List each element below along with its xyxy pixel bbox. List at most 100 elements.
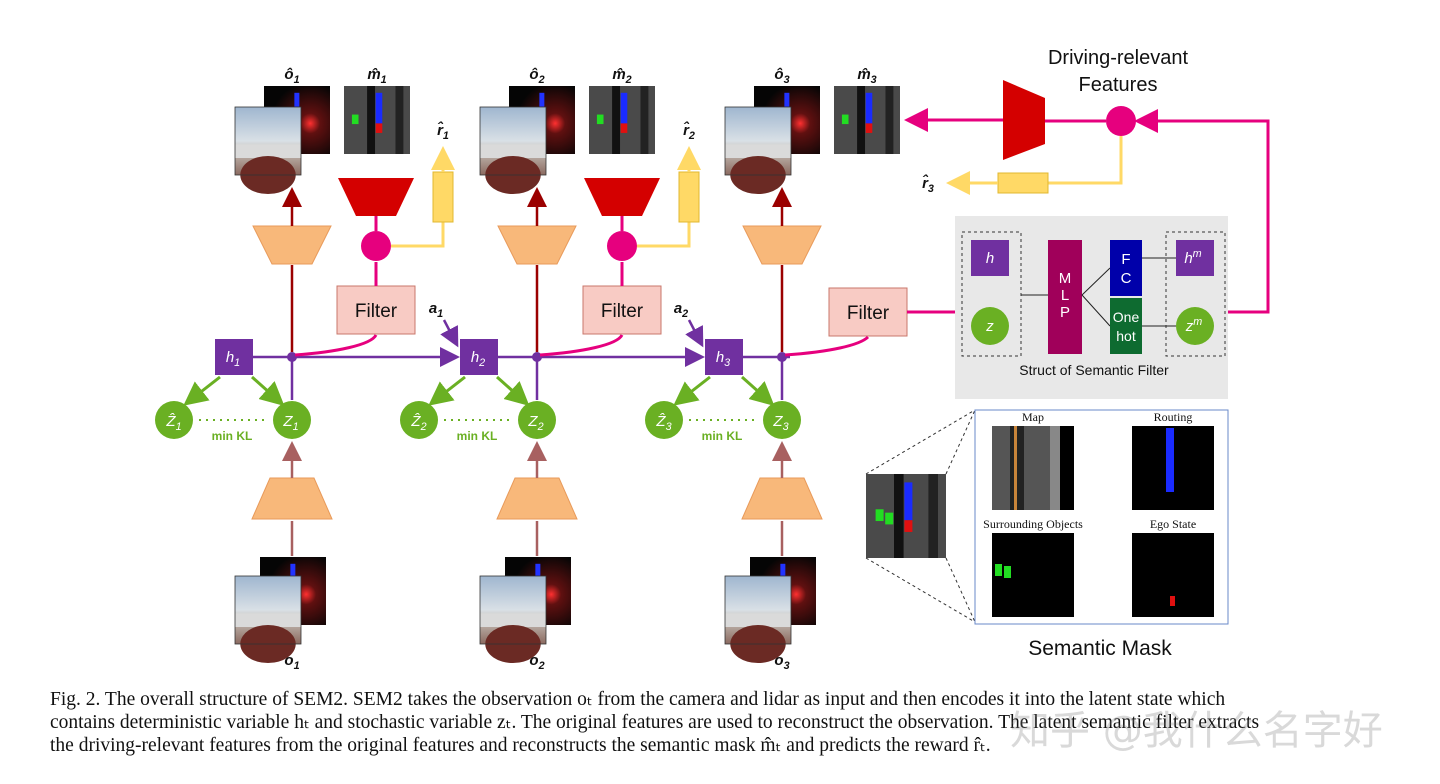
decoder-2	[497, 225, 577, 265]
recon-camera-1-road	[235, 144, 301, 158]
feature-dot-1	[361, 231, 391, 261]
action-arrow-1	[440, 319, 459, 348]
z-hat-node-2	[400, 401, 438, 439]
recon-camera-3	[724, 106, 792, 195]
m-hat-label-2: m̂2	[612, 66, 631, 86]
semantic-mask-thumbnail-car	[875, 509, 884, 522]
recon-camera-2-frame	[479, 106, 547, 176]
decoder-3	[742, 225, 822, 265]
struct-h-box	[971, 240, 1009, 276]
junction-to-filter-curve-1	[294, 334, 378, 357]
obs-camera-3-road	[725, 613, 791, 627]
mask-decoder-3	[1003, 80, 1045, 160]
recon-mask-2-lane-dark2	[640, 86, 649, 154]
struct-onehot-label-2: hot	[1116, 328, 1136, 344]
h-node-1	[215, 339, 253, 375]
recon-mask-1-lane-dark	[367, 86, 376, 154]
z-node-2	[518, 401, 556, 439]
recon-mask-3-route	[865, 92, 873, 124]
zoom-line-top-left	[865, 409, 976, 475]
h-to-zhat-arrow-3	[673, 375, 711, 406]
filter-box-1	[336, 285, 416, 335]
filter-box-3	[828, 287, 908, 337]
recon-mask-3-car	[841, 114, 849, 125]
recon-mask-3-ego	[865, 123, 873, 133]
semantic-mask-thumbnail-ego	[904, 520, 913, 532]
obs-camera-2-frame	[479, 575, 547, 645]
min-kl-label-3: min KL	[702, 429, 743, 443]
struct-onehot-box	[1110, 298, 1142, 354]
r-hat-label-3: r̂3	[922, 173, 934, 195]
recon-mask-2-car	[596, 114, 604, 125]
r-hat-label-1: r̂1	[437, 120, 449, 142]
reward-head-3	[997, 172, 1049, 194]
figure-caption: Fig. 2. The overall structure of SEM2. S…	[50, 688, 1395, 757]
recon-camera-2-road	[480, 144, 546, 158]
struct-zm-label: zm	[1185, 316, 1203, 335]
mask-decoder-1	[338, 178, 414, 216]
recon-mask-3-lane-dark	[857, 86, 866, 154]
z-hat-label-1: Ẑ1	[165, 413, 181, 433]
zoom-line-bottom	[945, 557, 976, 623]
mask-panel-2-title: Routing	[1154, 410, 1193, 424]
driving-relevant-title-2: Features	[1079, 74, 1158, 96]
obs-label-2: o2	[529, 652, 544, 672]
recon-camera-3-frame	[724, 106, 792, 176]
recon-mask-1-car	[351, 114, 359, 125]
driving-relevant-title-1: Driving-relevant	[1048, 47, 1188, 69]
recon-mask-2-route	[620, 92, 628, 124]
z-hat-label-3: Ẑ3	[655, 413, 671, 433]
struct-hm-box	[1176, 240, 1214, 276]
struct-fc-box	[1110, 240, 1142, 296]
caption-line-1: Fig. 2. The overall structure of SEM2. S…	[50, 689, 1226, 710]
struct-input-group	[961, 231, 1022, 357]
obs-lidar-2-ego	[535, 563, 541, 578]
h-to-z-arrow-3	[741, 375, 775, 406]
h-node-2	[460, 339, 498, 375]
h-to-zhat-arrow-1	[183, 375, 221, 406]
z-node-1	[273, 401, 311, 439]
obs-camera-2-road	[480, 613, 546, 627]
struct-onehot-label-1: One	[1113, 309, 1140, 325]
obs-camera-1-road	[235, 613, 301, 627]
h-to-zhat-arrow-2	[428, 375, 466, 406]
struct-mlp-letter-2: L	[1061, 287, 1069, 304]
h-to-z-arrow-1	[251, 375, 285, 406]
surrounding-car-1	[995, 564, 1002, 576]
obs-camera-1	[234, 575, 302, 664]
action-arrow-2	[685, 319, 704, 348]
struct-mlp-letter-3: P	[1060, 304, 1070, 321]
filter-box-2	[582, 285, 662, 335]
h-to-z-arrow-2	[496, 375, 530, 406]
obs-camera-2	[479, 575, 547, 664]
obs-camera-3-frame	[724, 575, 792, 645]
h-label-2: h2	[471, 349, 485, 369]
filter-label-3: Filter	[847, 303, 890, 324]
recon-camera-1	[234, 106, 302, 195]
z-hat-node-1	[155, 401, 193, 439]
mask-panel-4-title: Ego State	[1150, 517, 1196, 531]
recon-mask-1-ego	[375, 123, 383, 133]
h-node-3	[705, 339, 743, 375]
obs-lidar-1-ego	[290, 563, 296, 578]
o-hat-label-3: ô3	[774, 66, 789, 86]
ego-vehicle	[1170, 596, 1175, 606]
dot-to-reward-line-2	[637, 222, 691, 248]
z-hat-node-3	[645, 401, 683, 439]
semantic-mask-thumbnail-route	[904, 482, 913, 521]
action-label-1: a1	[429, 300, 443, 320]
reward-head-1	[432, 171, 454, 223]
recon-lidar-2-ego	[539, 92, 545, 107]
semantic-mask-thumbnail-lane-dark2	[928, 474, 938, 558]
feature-dot-2	[607, 231, 637, 261]
m-hat-label-3: m̂3	[857, 66, 876, 86]
mask-panel-1-title: Map	[1022, 410, 1044, 424]
map-shoulder	[1050, 426, 1060, 510]
z-label-3: Z3	[772, 413, 788, 433]
struct-zm-node	[1176, 307, 1214, 345]
struct-z-label: z	[985, 318, 994, 335]
semantic-mask-title: Semantic Mask	[1028, 637, 1172, 660]
min-kl-label-2: min KL	[457, 429, 498, 443]
recon-mask-1	[344, 86, 410, 154]
